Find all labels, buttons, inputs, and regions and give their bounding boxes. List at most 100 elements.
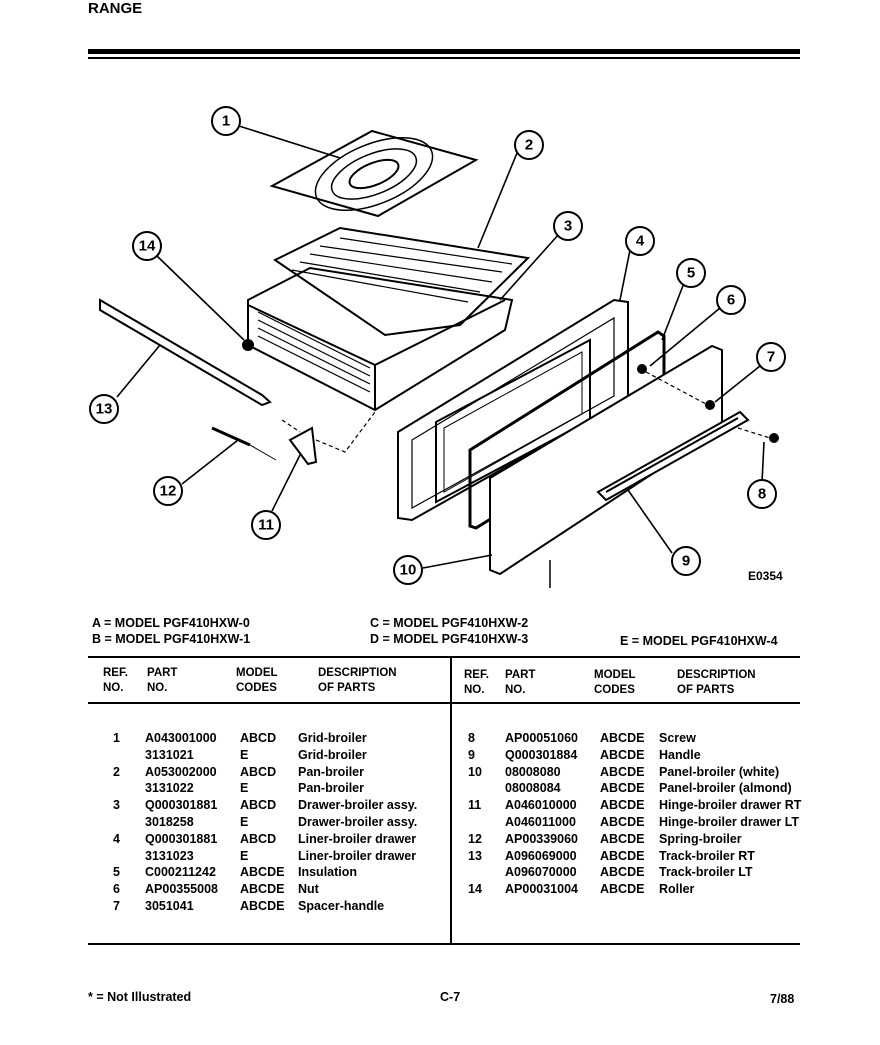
table-bottom-rule [88,943,800,945]
cell-desc: Roller [659,882,695,897]
table-top-rule [88,656,800,658]
cell-part: 3051041 [145,899,194,913]
table-row: 3018258 E Drawer-broiler assy. [0,815,880,832]
callout-14: 14 [139,238,156,255]
cell-ref: 11 [468,798,482,813]
cell-ref: 3 [113,798,120,813]
hinge-broiler [288,426,318,466]
cell-codes: ABCDE [600,831,645,846]
cell-ref: 5 [113,865,120,880]
cell-desc: Panel-broiler (white) [659,764,780,779]
cell-codes: ABCDE [600,747,645,762]
page-number: C-7 [440,990,461,1004]
diagram-code: E0354 [748,569,783,583]
cell-desc: Panel-broiler (almond) [659,781,792,796]
footnote: * = Not Illustrated [88,990,192,1004]
cell-codes: E [240,781,249,796]
grid-broiler [269,129,479,218]
cell-part: 3018258 [145,815,194,829]
header-ref-right: REF.NO. [464,669,489,696]
callout-5: 5 [687,265,695,282]
cell-part: AP00031004 [505,882,578,897]
cell-desc: Hinge-broiler drawer LT [659,815,800,829]
header-rule [88,49,800,54]
cell-part: Q000301881 [145,831,218,846]
table-row: 10 08008080 ABCDE Panel-broiler (white) [0,765,880,782]
table-row: 11 A046010000 ABCDE Hinge-broiler drawer RT [0,798,880,815]
cell-codes: ABCDE [600,764,645,779]
table-row: 3131021 E Grid-broiler [0,748,880,765]
cell-ref: 13 [468,848,482,863]
cell-codes: ABCDE [600,781,645,796]
callout-11: 11 [258,517,274,534]
cell-ref: 1 [113,731,120,745]
cell-part: Q000301881 [145,798,218,813]
cell-codes: E [240,815,249,829]
cell-desc: Grid-broiler [298,731,367,745]
header-rule-thin [88,57,800,59]
cell-codes: ABCDE [240,882,285,897]
cell-desc: Grid-broiler [298,747,367,762]
model-a: A = MODEL PGF410HXW-0 [92,616,250,630]
cell-codes: E [240,848,249,863]
model-c: C = MODEL PGF410HXW-2 [370,616,529,630]
roller [242,339,254,351]
cell-desc: Hinge-broiler drawer RT [659,798,802,813]
callout-1: 1 [222,113,230,130]
model-d: D = MODEL PGF410HXW-3 [370,632,529,646]
cell-part: Q000301884 [505,747,578,762]
cell-part: A046010000 [505,798,577,813]
callout-12: 12 [160,483,177,500]
callout-8: 8 [758,486,766,503]
callout-13: 13 [96,401,113,418]
cell-ref: 4 [113,831,120,846]
cell-ref: 10 [468,764,482,779]
table-divider [450,658,452,945]
cell-codes: ABCDE [240,865,285,880]
cell-codes: ABCD [240,798,277,813]
cell-desc: Track-broiler LT [659,865,753,880]
callout-9: 9 [682,553,690,570]
cell-part: 3131023 [145,848,194,863]
cell-part: 3131022 [145,781,194,796]
cell-codes: ABCDE [600,798,645,813]
cell-codes: ABCD [240,764,277,779]
cell-part: A053002000 [145,764,217,779]
cell-desc: Spacer-handle [298,899,385,913]
cell-desc: Nut [298,882,319,897]
cell-codes: ABCD [240,731,277,745]
callout-3: 3 [564,218,572,235]
cell-desc: Screw [659,731,696,745]
exploded-parts-diagram: 1 2 3 4 5 6 7 8 9 10 11 12 13 14 [89,106,786,588]
cell-ref: 8 [468,731,475,745]
cell-desc: Handle [659,747,701,762]
cell-codes: E [240,747,249,762]
model-e: E = MODEL PGF410HXW-4 [620,634,778,648]
callout-10: 10 [400,562,417,579]
cell-desc: Drawer-broiler assy. [298,815,418,829]
cell-part: C000211242 [145,865,216,880]
model-b: B = MODEL PGF410HXW-1 [92,632,251,646]
cell-part: 3131021 [145,747,194,762]
drawer-broiler-assy [247,266,514,412]
cell-part: 08008080 [505,764,561,779]
handle [596,410,750,502]
